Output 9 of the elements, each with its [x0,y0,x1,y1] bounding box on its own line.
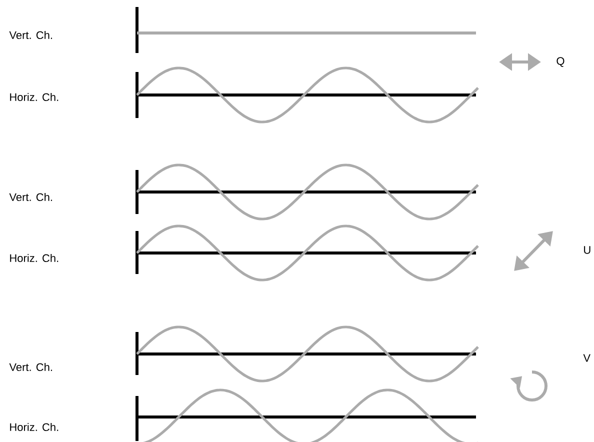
channel-label: Horiz. Ch. [10,92,58,102]
stokes-label: U [584,246,590,254]
stokes-label: Q [556,57,564,67]
channel-label: Vert. Ch. [9,30,52,40]
channel-label: Vert. Ch. [9,362,52,372]
channel-label: Vert. Ch. [9,192,52,202]
channel-label: Horiz. Ch. [10,422,58,432]
channel-label: Horiz. Ch. [10,254,58,262]
stokes-label: V [583,354,590,362]
